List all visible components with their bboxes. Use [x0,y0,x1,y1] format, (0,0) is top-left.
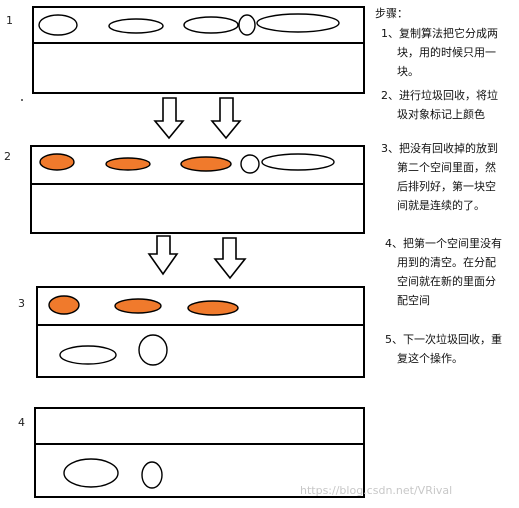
note-step-3: 3、把没有回收掉的放到 第二个空间里面，然 后排列好，第一块空 间就是连续的了。 [381,139,498,215]
step-1-number: 1 [6,14,13,27]
copied-object [138,334,168,366]
note-line: 圾对象标记上颜色 [397,108,485,121]
stage-4-objects [63,458,163,489]
note-step-4: 4、把第一个空间里没有 用到的清空。在分配 空间就在新的里面分 配空间 [385,234,502,310]
note-line: 5、下一次垃圾回收，重 [385,333,502,346]
object [183,16,239,34]
note-step-1: 1、复制算法把它分成两 块，用的时候只用一 块。 [381,24,498,81]
note-line: 后排列好，第一块空 [397,180,496,193]
notes-title: 步骤： [375,7,408,20]
copied-object [59,345,117,365]
marked-object [114,298,162,314]
note-line: 间就是连续的了。 [397,199,485,212]
stage-4-outline [34,407,365,498]
marked-object [105,157,151,171]
step-4-number: 4 [18,416,25,429]
object [261,153,335,171]
note-line: 第二个空间里面，然 [397,161,496,174]
marked-object [187,300,239,316]
note-line: 块。 [397,65,419,78]
note-line: 1、复制算法把它分成两 [381,27,498,40]
stray-dot [21,99,23,101]
arrows-stage-1-to-2 [153,97,242,140]
object [63,458,119,488]
down-arrow [153,97,185,140]
note-line: 空间就在新的里面分 [397,275,496,288]
note-line: 4、把第一个空间里没有 [385,237,502,250]
note-line: 2、进行垃圾回收，将垃 [381,89,498,102]
arrows-stage-2-to-3 [147,235,247,280]
object [108,18,164,34]
watermark: https://blog.csdn.net/VRival [300,484,453,497]
stage-2-outline [30,145,365,234]
stage-2-objects [39,153,335,174]
stage-1-memory [32,6,365,94]
stage-2-memory [30,145,365,234]
down-arrow [210,97,242,140]
note-line: 3、把没有回收掉的放到 [381,142,498,155]
stage-4-memory [34,407,365,498]
stage-3-memory [36,286,365,378]
stage-3-outline [36,286,365,378]
stage-3-objects [48,295,239,366]
note-line: 块，用的时候只用一 [397,46,496,59]
note-line: 复这个操作。 [397,352,463,365]
down-arrow [213,237,247,280]
stage-1-objects [38,13,340,36]
object [256,13,340,33]
marked-object [180,156,232,172]
down-arrow [147,235,179,276]
object [141,461,163,489]
note-step-5: 5、下一次垃圾回收，重 复这个操作。 [385,330,502,368]
object [240,154,260,174]
step-2-number: 2 [4,150,11,163]
stage-1-outline [32,6,365,94]
object [238,14,256,36]
marked-object [48,295,80,315]
note-line: 用到的清空。在分配 [397,256,496,269]
step-3-number: 3 [18,297,25,310]
note-step-2: 2、进行垃圾回收，将垃 圾对象标记上颜色 [381,86,498,124]
marked-object [39,153,75,171]
object [38,14,78,36]
note-line: 配空间 [397,294,430,307]
